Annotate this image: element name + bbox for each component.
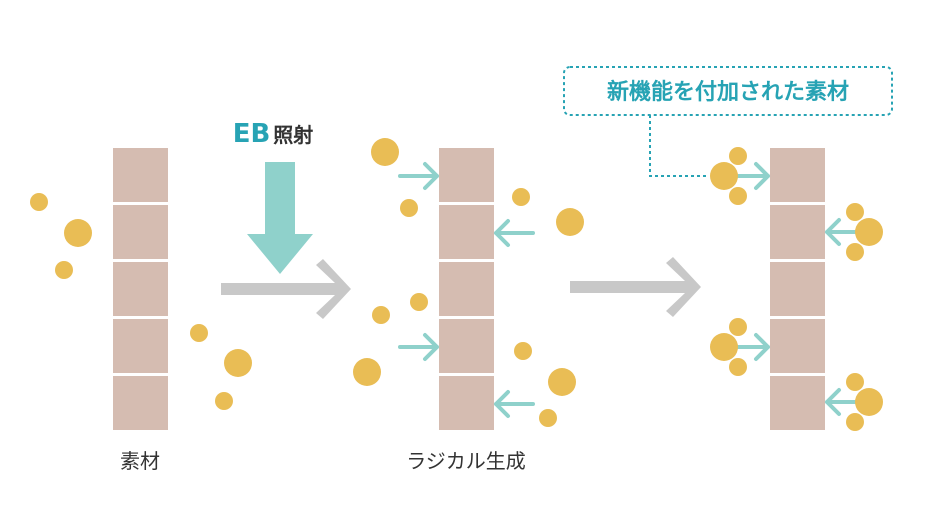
radical-arrow-right [398, 162, 439, 190]
radical-arrows [398, 162, 535, 418]
particle [400, 199, 418, 217]
material-block [770, 262, 825, 316]
material-block [770, 319, 825, 373]
material-block [113, 148, 168, 202]
free-particles-raw [30, 193, 252, 410]
particle [410, 293, 428, 311]
particle [556, 208, 584, 236]
process-arrow-2 [570, 257, 701, 317]
material-block [113, 205, 168, 259]
callout-leader-line [649, 115, 706, 177]
stage-label-radical: ラジカル生成 [406, 449, 526, 473]
eb-down-arrow [247, 162, 313, 274]
particle-cluster [846, 373, 883, 431]
particle [846, 243, 864, 261]
particle [710, 162, 738, 190]
particle [539, 409, 557, 427]
particle [548, 368, 576, 396]
particle [190, 324, 208, 342]
particle [64, 219, 92, 247]
particle [729, 147, 747, 165]
eb-label-prefix: EB [233, 119, 271, 149]
particle [371, 138, 399, 166]
radical-arrow-right [398, 333, 439, 361]
bonded-particle-clusters [710, 147, 883, 431]
material-block [770, 376, 825, 430]
material-block [439, 319, 494, 373]
radical-arrow-left [494, 390, 535, 418]
particle-cluster [710, 318, 747, 376]
material-column-raw [113, 148, 168, 430]
particle [372, 306, 390, 324]
particle [224, 349, 252, 377]
particle-cluster [846, 203, 883, 261]
process-arrow-1 [221, 259, 351, 319]
material-block [113, 262, 168, 316]
eb-label-suffix: 照射 [273, 123, 313, 147]
particle-cluster [710, 147, 747, 205]
particle [846, 413, 864, 431]
material-block [113, 319, 168, 373]
material-block [439, 376, 494, 430]
particle [855, 218, 883, 246]
material-block [113, 376, 168, 430]
material-block [439, 262, 494, 316]
particle [846, 203, 864, 221]
material-column-radical [439, 148, 494, 430]
particle [215, 392, 233, 410]
free-particles-radical [353, 138, 584, 427]
particle [30, 193, 48, 211]
particle [512, 188, 530, 206]
callout-box [563, 66, 893, 116]
particle [846, 373, 864, 391]
callout-text: 新機能を付加された素材 [607, 79, 849, 105]
particle [353, 358, 381, 386]
particle [729, 358, 747, 376]
particle [729, 318, 747, 336]
particle [55, 261, 73, 279]
material-block [439, 148, 494, 202]
particle [514, 342, 532, 360]
particle [710, 333, 738, 361]
particle [729, 187, 747, 205]
material-column-functional [770, 148, 825, 430]
stage-label-raw: 素材 [120, 449, 160, 473]
material-block [770, 148, 825, 202]
material-block [439, 205, 494, 259]
material-block [770, 205, 825, 259]
radical-arrow-left [494, 219, 535, 247]
particle [855, 388, 883, 416]
